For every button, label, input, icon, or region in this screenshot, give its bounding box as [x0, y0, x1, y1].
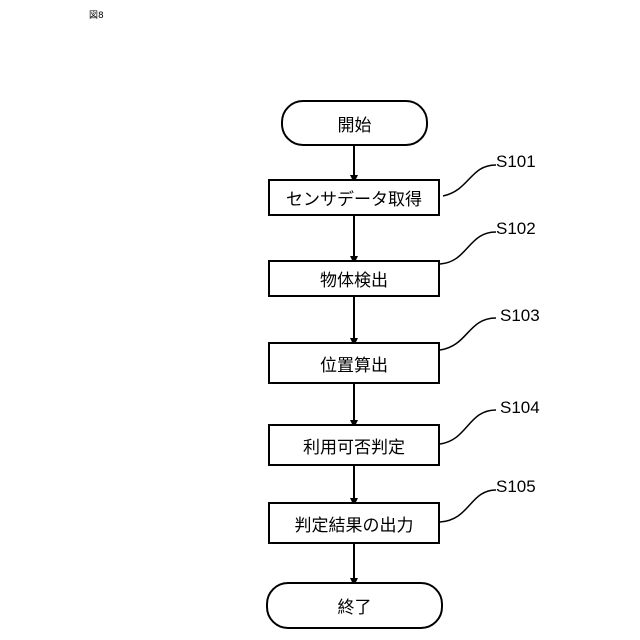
- step-text-s101: センサデータ取得: [286, 185, 422, 210]
- leader-s103: [440, 318, 496, 350]
- step-id-s102: S102: [496, 219, 536, 239]
- step-id-s104: S104: [500, 398, 540, 418]
- start-text: 開始: [338, 111, 372, 136]
- step-text-s103: 位置算出: [320, 351, 388, 376]
- step-text-s102: 物体検出: [320, 266, 388, 291]
- step-id-s103: S103: [500, 306, 540, 326]
- step-box-s105: 判定結果の出力: [268, 502, 440, 544]
- step-box-s103: 位置算出: [268, 342, 440, 384]
- step-text-s104: 利用可否判定: [303, 433, 405, 458]
- leader-s101: [443, 165, 496, 196]
- start-terminal: 開始: [281, 100, 428, 146]
- step-id-s105: S105: [496, 477, 536, 497]
- leader-s104: [440, 410, 496, 444]
- leader-s105: [440, 490, 496, 522]
- end-text: 終了: [338, 593, 372, 618]
- step-box-s102: 物体検出: [268, 260, 440, 297]
- step-id-s101: S101: [496, 152, 536, 172]
- step-text-s105: 判定結果の出力: [295, 511, 414, 536]
- end-terminal: 終了: [266, 582, 443, 629]
- leader-s102: [440, 232, 496, 264]
- step-box-s104: 利用可否判定: [268, 424, 440, 466]
- step-box-s101: センサデータ取得: [268, 179, 440, 216]
